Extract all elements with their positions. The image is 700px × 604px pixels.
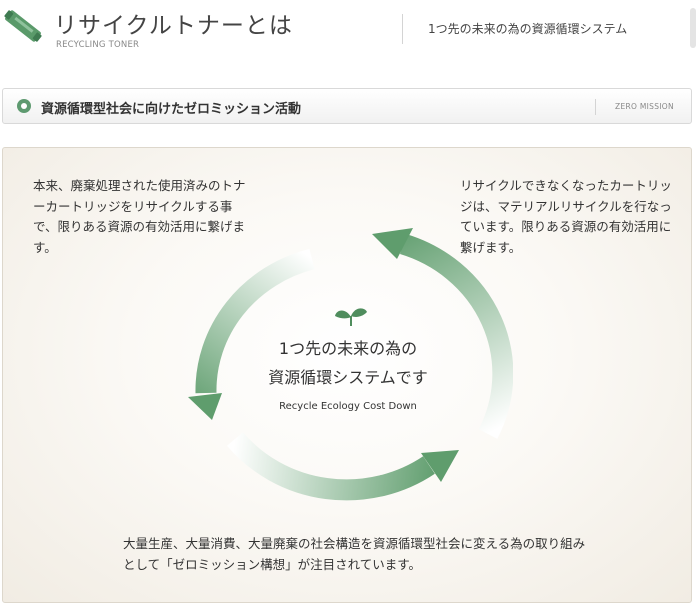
center-text-line2: 資源循環システムです [268, 368, 428, 387]
header-tagline: 1つ先の未来の為の資源循環システム [428, 22, 628, 36]
center-text-line1: 1つ先の未来の為の [278, 339, 418, 358]
note-right: リサイクルできなくなったカートリッジは、マテリアルリサイクルを行なっています。限… [460, 178, 672, 255]
sprout-icon [335, 308, 367, 326]
circle-bullet-icon [17, 99, 31, 113]
section-title: 資源循環型社会に向けたゼロミッション活動 [41, 102, 302, 117]
page-title: リサイクルトナーとは [54, 13, 293, 39]
recycle-arrows-icon [188, 228, 513, 501]
page-header: リサイクルトナーとは RECYCLING TONER 1つ先の未来の為の資源循環… [0, 0, 700, 62]
recycle-diagram-panel: 本来、廃棄処理された使用済みのトナーカートリッジをリサイクルする事で、限りある資… [2, 147, 692, 603]
note-bottom: 大量生産、大量消費、大量廃棄の社会構造を資源循環型社会に変える為の取り組みとして… [123, 536, 586, 572]
section-tag: ZERO MISSION [615, 102, 674, 111]
header-divider [402, 14, 403, 44]
toner-cartridge-icon [4, 10, 42, 42]
section-heading-bar: 資源循環型社会に向けたゼロミッション活動 ZERO MISSION [2, 88, 692, 124]
page-subtitle: RECYCLING TONER [56, 40, 140, 50]
section-divider [595, 99, 596, 115]
note-left: 本来、廃棄処理された使用済みのトナーカートリッジをリサイクルする事で、限りある資… [33, 178, 246, 255]
scrollbar[interactable] [690, 8, 696, 48]
center-text-caption: Recycle Ecology Cost Down [279, 401, 417, 412]
